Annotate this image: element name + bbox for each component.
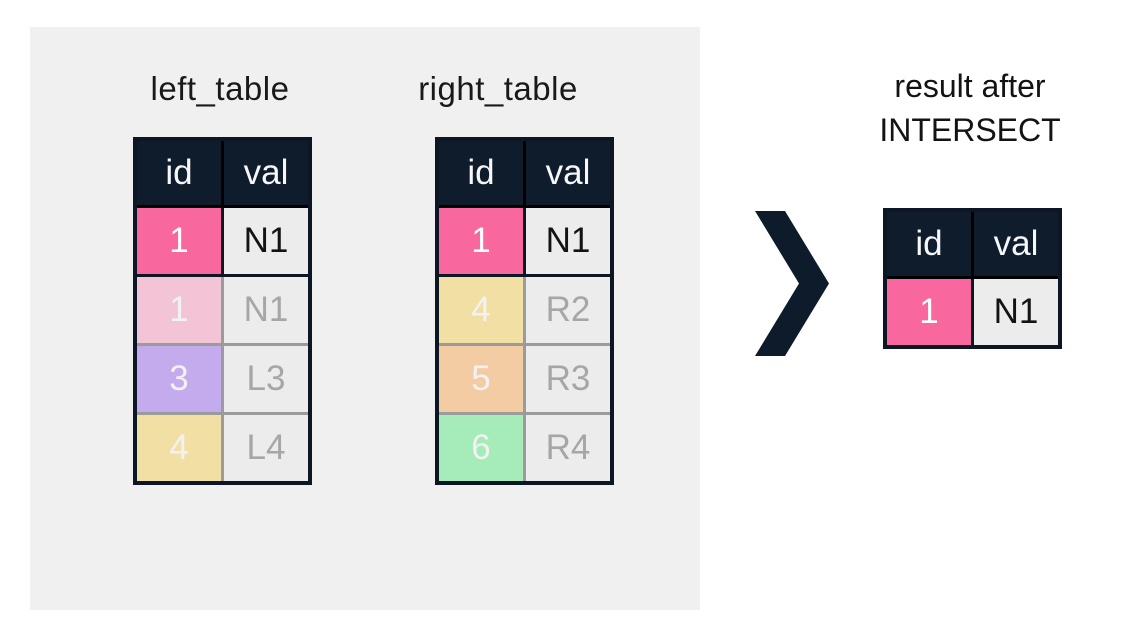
chevron-right-icon	[755, 211, 829, 356]
id-cell: 4	[435, 274, 526, 346]
column-header-val: val	[221, 137, 312, 208]
result-title: result after INTERSECT	[818, 64, 1122, 152]
id-cell: 5	[435, 343, 526, 415]
right-table-title: right_table	[418, 70, 578, 107]
column-header-val: val	[523, 137, 614, 208]
column-header-id: id	[435, 137, 526, 208]
id-cell: 1	[883, 276, 974, 349]
result-title-line1: result after	[894, 68, 1046, 104]
id-cell: 3	[133, 343, 224, 415]
val-cell: R2	[523, 274, 614, 346]
column-header-val: val	[971, 208, 1062, 279]
val-cell: R3	[523, 343, 614, 415]
column-header-id: id	[133, 137, 224, 208]
val-cell: L4	[221, 412, 312, 485]
val-cell: L3	[221, 343, 312, 415]
val-cell: N1	[523, 205, 614, 277]
id-cell: 6	[435, 412, 526, 485]
id-cell: 1	[435, 205, 526, 277]
id-cell: 1	[133, 205, 224, 277]
column-header-id: id	[883, 208, 974, 279]
left-table-title: left_table	[150, 70, 290, 107]
result-title-line2: INTERSECT	[879, 112, 1061, 148]
chevron-shape	[755, 211, 829, 356]
id-cell: 1	[133, 274, 224, 346]
val-cell: R4	[523, 412, 614, 485]
id-cell: 4	[133, 412, 224, 485]
val-cell: N1	[221, 205, 312, 277]
val-cell: N1	[221, 274, 312, 346]
val-cell: N1	[971, 276, 1062, 349]
